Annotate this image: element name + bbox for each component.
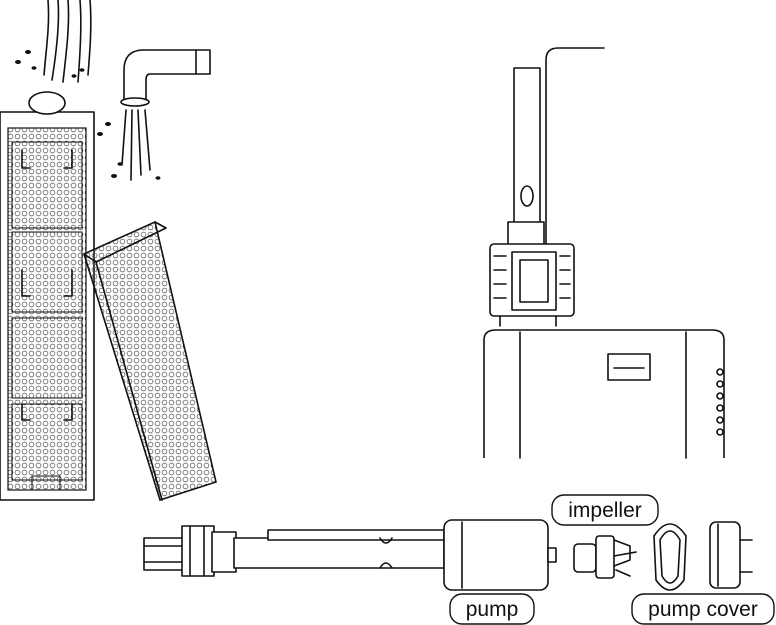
impeller-label: impeller [551,494,659,526]
filter-housing-icon [483,329,725,459]
pump-assembly-icon [489,47,605,327]
pump-label-text: pump [466,598,519,621]
filter-cartridge-icon [83,220,217,502]
pump-cover-icon [709,521,753,589]
pump-body-icon [443,519,557,591]
pump-cover-label: pump cover [631,593,775,625]
impeller-icon [573,535,637,579]
spray-bar-icon [97,49,211,181]
pump-cover-label-text: pump cover [648,598,758,621]
pump-cover-ring-icon [653,523,687,591]
water-stream-icon [15,0,92,83]
pump-label: pump [449,593,535,625]
intake-tube-icon [143,525,445,577]
filter-sleeve-icon [0,91,95,501]
impeller-label-text: impeller [568,499,642,522]
